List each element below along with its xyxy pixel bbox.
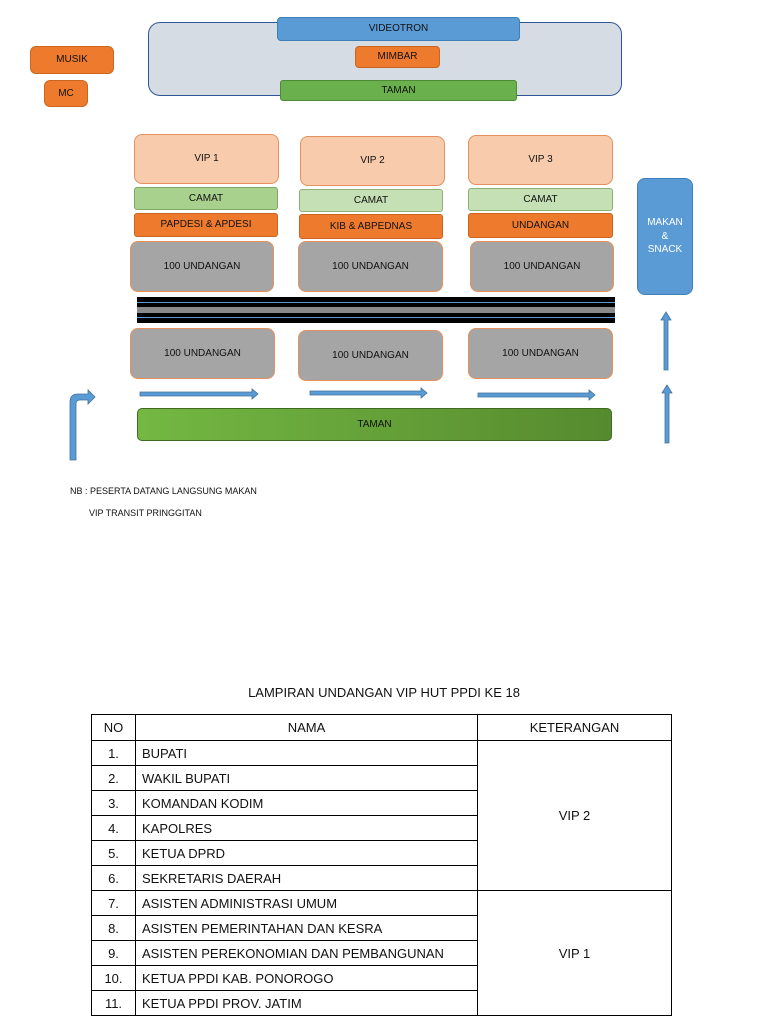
attachment-title: LAMPIRAN UNDANGAN VIP HUT PPDI KE 18: [248, 685, 520, 700]
undangan-back-3: 100 UNDANGAN: [468, 328, 613, 379]
row-number: 9.: [91, 940, 136, 966]
row-number: 5.: [91, 840, 136, 866]
taman-bottom-label: TAMAN: [357, 418, 392, 430]
note-line-2: VIP TRANSIT PRINGGITAN: [89, 508, 202, 518]
row-number: 3.: [91, 790, 136, 816]
table-row: 8.ASISTEN PEMERINTAHAN DAN KESRA: [91, 915, 672, 941]
row-name: BUPATI: [135, 740, 478, 766]
row-name: KETUA PPDI KAB. PONOROGO: [135, 965, 478, 991]
camat-1-box: CAMAT: [134, 187, 278, 210]
flow-right-arrow-2-icon: [309, 387, 428, 399]
undangan-front-3-label: 100 UNDANGAN: [503, 260, 581, 272]
row-keterangan-group: VIP 2: [477, 740, 672, 891]
undangan-back-1-label: 100 UNDANGAN: [164, 347, 241, 359]
row-number: 1.: [91, 740, 136, 766]
table-row: 9.ASISTEN PEREKONOMIAN DAN PEMBANGUNAN: [91, 940, 672, 966]
header-keterangan: KETERANGAN: [477, 714, 672, 741]
flow-arrows: [69, 311, 673, 461]
table-row: 11.KETUA PPDI PROV. JATIM: [91, 990, 672, 1016]
musik-label: MUSIK: [56, 54, 88, 66]
camat-3-box: CAMAT: [468, 188, 613, 211]
camat-1-label: CAMAT: [188, 192, 224, 204]
undangan-back-2-label: 100 UNDANGAN: [332, 349, 409, 361]
header-no: NO: [91, 714, 136, 741]
row-name: KETUA PPDI PROV. JATIM: [135, 990, 478, 1016]
row-name: SEKRETARIS DAERAH: [135, 865, 478, 891]
row-name: KOMANDAN KODIM: [135, 790, 478, 816]
table-row: 2.WAKIL BUPATI: [91, 765, 672, 791]
makan-label: MAKAN: [647, 217, 683, 229]
row-keterangan-group: VIP 1: [477, 890, 672, 1016]
undangan-front-3: 100 UNDANGAN: [470, 241, 614, 292]
camat-3-label: CAMAT: [523, 193, 558, 205]
row-number: 2.: [91, 765, 136, 791]
flow-up-arrow-2-icon: [661, 384, 673, 444]
table-header-row: NO NAMA KETERANGAN: [91, 714, 672, 741]
undangan-row2-3-label: UNDANGAN: [511, 219, 570, 231]
camat-2-box: CAMAT: [299, 189, 443, 212]
mimbar-label: MIMBAR: [377, 51, 418, 63]
mc-box: MC: [44, 80, 88, 107]
stage-taman-box: TAMAN: [280, 80, 517, 101]
vip-2-box: VIP 2: [300, 136, 445, 186]
undangan-row2-3: UNDANGAN: [468, 213, 613, 238]
note-line-1: NB : PESERTA DATANG LANGSUNG MAKAN: [70, 486, 257, 496]
undangan-back-3-label: 100 UNDANGAN: [502, 347, 579, 359]
vip-1-box: VIP 1: [134, 134, 279, 184]
row-name: KETUA DPRD: [135, 840, 478, 866]
aisle-line-bottom: [137, 317, 615, 318]
papdesi-box: PAPDESI & APDESI: [134, 213, 278, 237]
undangan-front-2: 100 UNDANGAN: [298, 241, 443, 292]
papdesi-label: PAPDESI & APDESI: [160, 219, 252, 231]
videotron-box: VIDEOTRON: [277, 17, 520, 41]
aisle-stripe: [137, 307, 615, 313]
musik-box: MUSIK: [30, 46, 114, 74]
row-name: ASISTEN ADMINISTRASI UMUM: [135, 890, 478, 916]
flow-up-arrow-1-icon: [660, 311, 672, 371]
ampersand-label: &: [661, 230, 669, 242]
row-number: 11.: [91, 990, 136, 1016]
undangan-back-1: 100 UNDANGAN: [130, 328, 275, 379]
undangan-front-2-label: 100 UNDANGAN: [332, 260, 409, 272]
entrance-arrow-icon: [69, 389, 96, 461]
mc-label: MC: [58, 87, 74, 99]
kib-label: KIB & ABPEDNAS: [329, 220, 413, 232]
taman-bottom-box: TAMAN: [137, 408, 612, 441]
mimbar-box: MIMBAR: [355, 46, 440, 68]
undangan-front-1: 100 UNDANGAN: [130, 241, 274, 292]
header-nama: NAMA: [135, 714, 478, 741]
flow-right-arrow-1-icon: [139, 388, 259, 400]
row-number: 4.: [91, 815, 136, 841]
camat-2-label: CAMAT: [353, 194, 389, 206]
undangan-front-1-label: 100 UNDANGAN: [163, 260, 241, 272]
aisle-divider: [137, 297, 615, 323]
vip-2-label: VIP 2: [360, 155, 385, 167]
row-name: WAKIL BUPATI: [135, 765, 478, 791]
row-number: 10.: [91, 965, 136, 991]
flow-right-arrow-3-icon: [477, 389, 596, 401]
row-number: 6.: [91, 865, 136, 891]
kib-box: KIB & ABPEDNAS: [299, 214, 443, 239]
makan-snack-box: MAKAN & SNACK: [637, 178, 693, 295]
row-number: 7.: [91, 890, 136, 916]
vip-1-label: VIP 1: [194, 153, 219, 165]
row-name: ASISTEN PEMERINTAHAN DAN KESRA: [135, 915, 478, 941]
row-name: ASISTEN PEREKONOMIAN DAN PEMBANGUNAN: [135, 940, 478, 966]
aisle-line-top: [137, 302, 615, 303]
vip-3-box: VIP 3: [468, 135, 613, 185]
videotron-label: VIDEOTRON: [368, 23, 429, 35]
undangan-back-2: 100 UNDANGAN: [298, 330, 443, 381]
row-name: KAPOLRES: [135, 815, 478, 841]
snack-label: SNACK: [647, 244, 683, 256]
vip-3-label: VIP 3: [528, 154, 553, 166]
stage-taman-label: TAMAN: [381, 84, 416, 96]
row-number: 8.: [91, 915, 136, 941]
